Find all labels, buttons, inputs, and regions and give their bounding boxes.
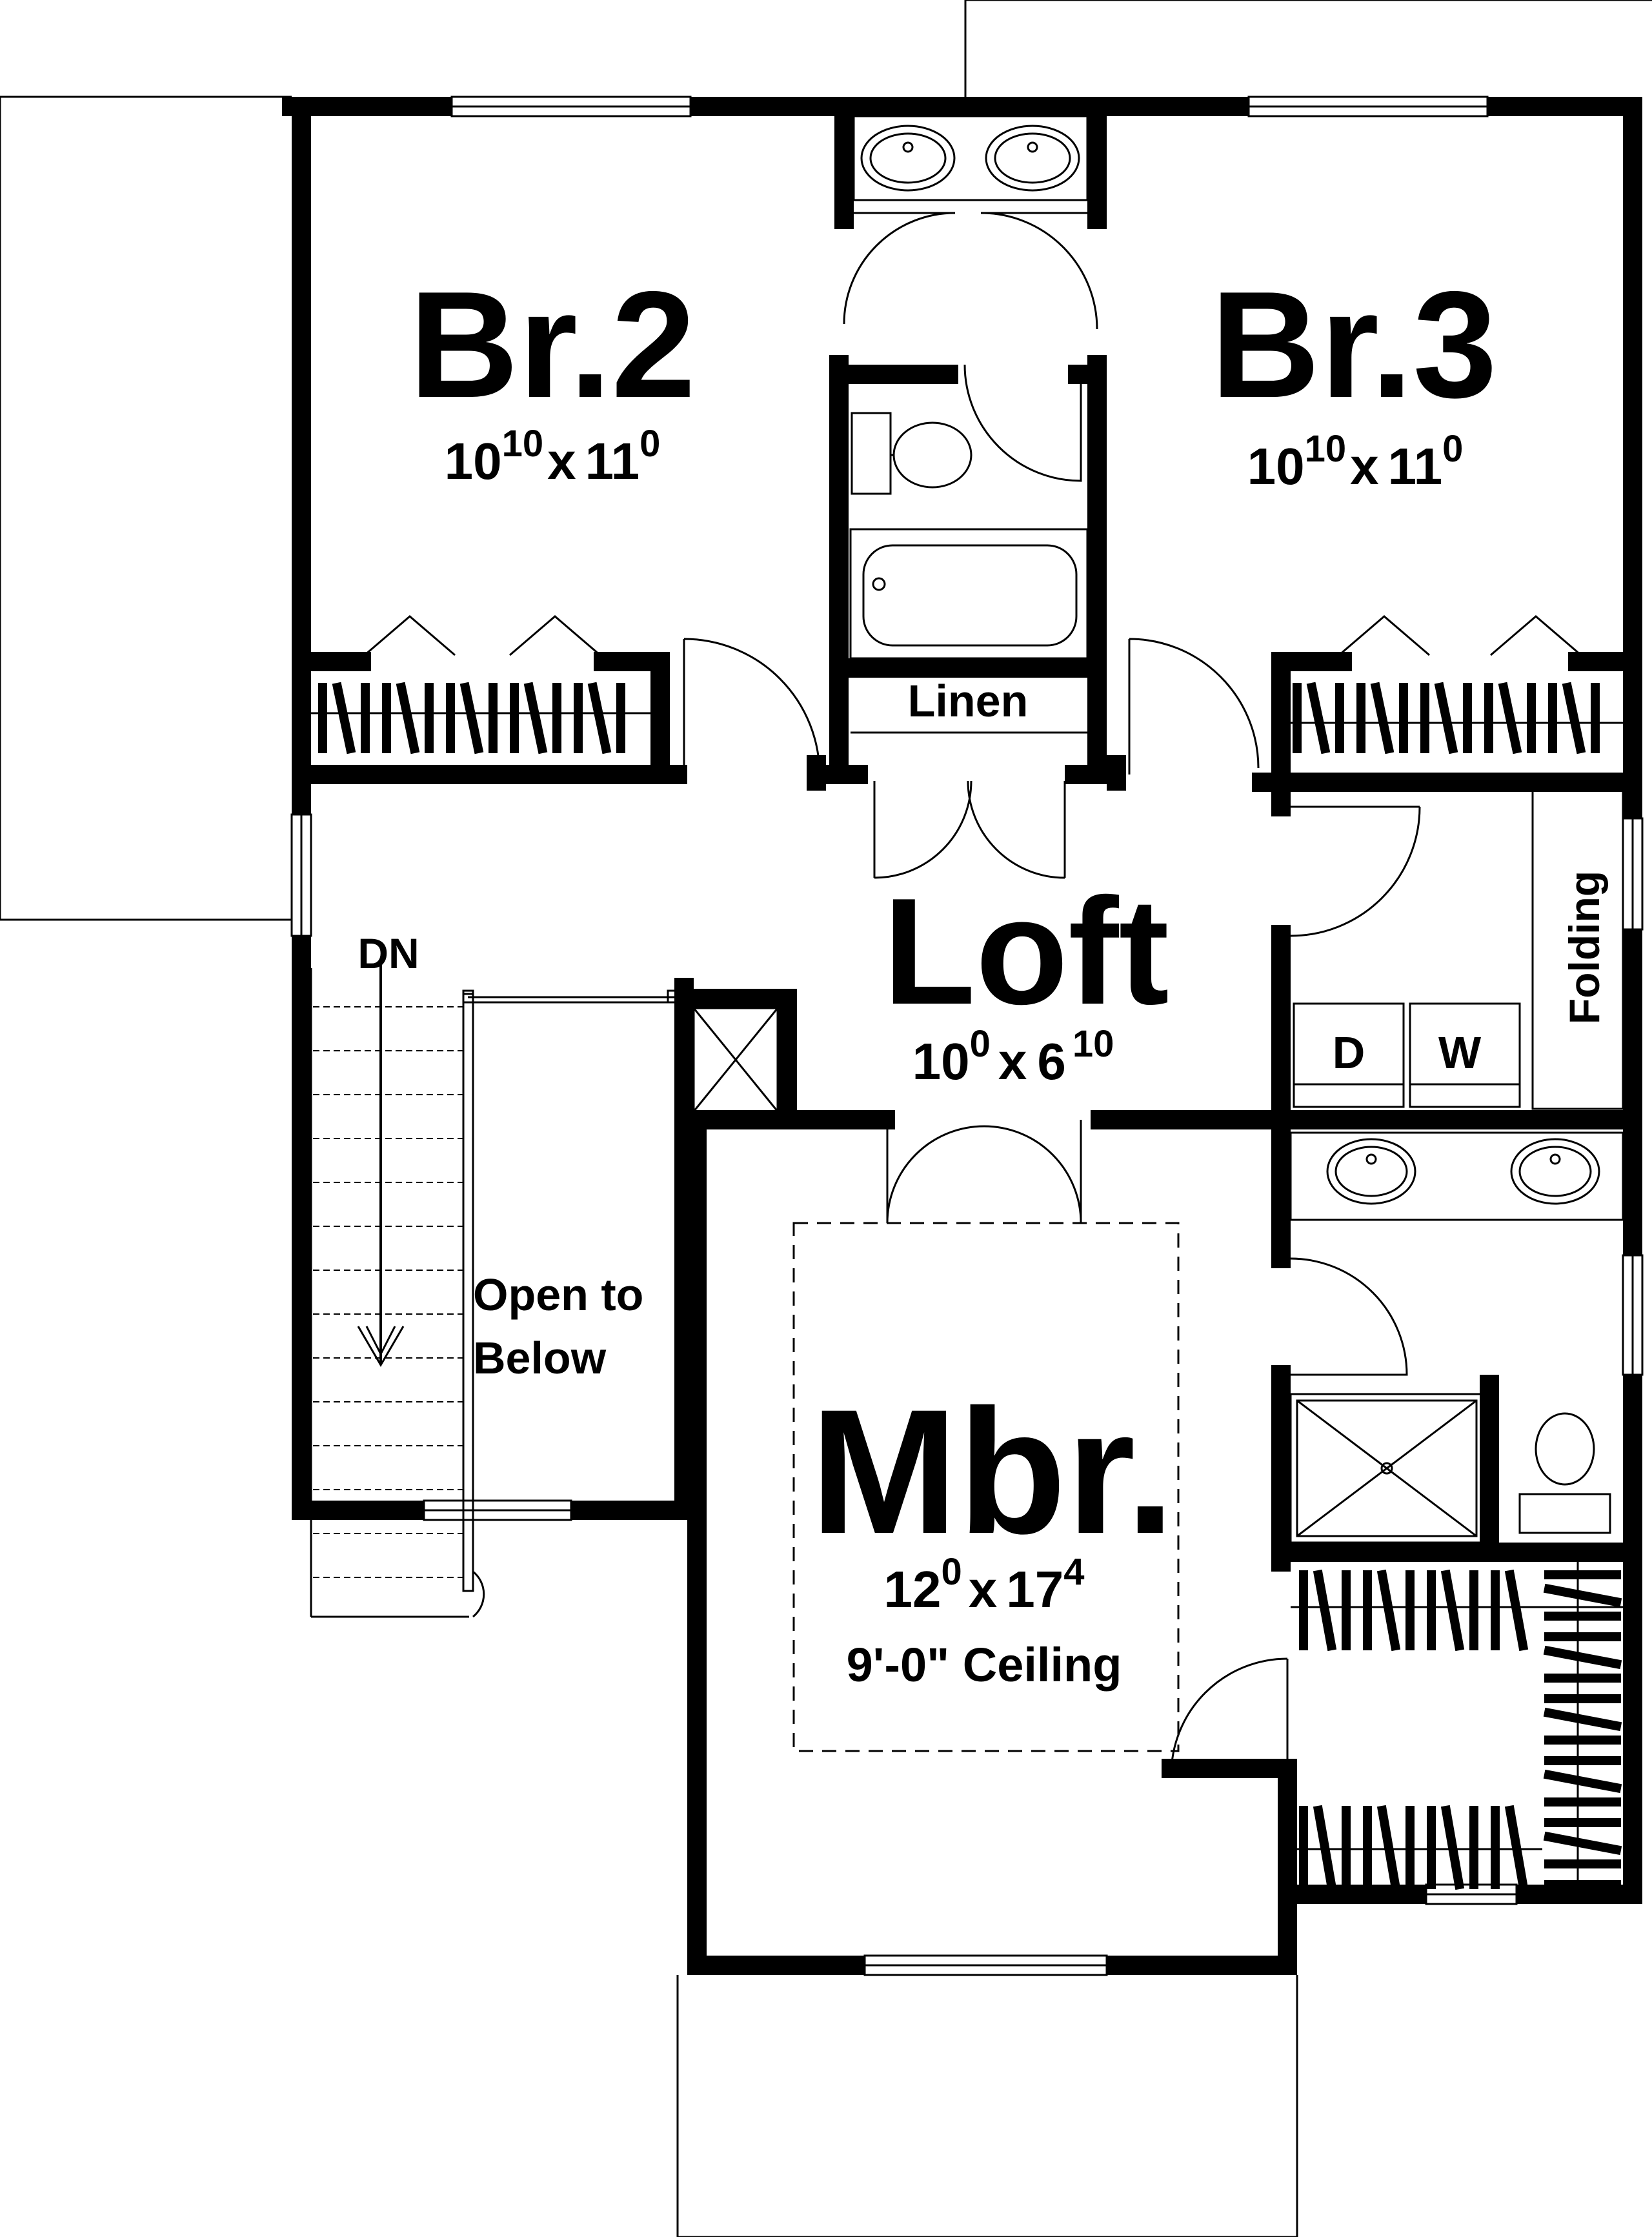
sink-master-right — [1510, 1138, 1600, 1205]
hanger — [1306, 682, 1331, 754]
door-br3-loft[interactable] — [1128, 638, 1260, 774]
stair-arrow — [357, 1326, 405, 1367]
staircase — [310, 965, 679, 1618]
hanger — [1543, 1831, 1622, 1856]
door-laundry[interactable] — [1290, 805, 1421, 937]
hanger — [1376, 1805, 1401, 1890]
chase — [692, 1007, 779, 1113]
roof-outline-left — [0, 96, 292, 921]
hanger — [1498, 682, 1522, 754]
hanger — [523, 682, 548, 754]
hanger — [1504, 1569, 1529, 1652]
doors — [683, 212, 1421, 1776]
loft-name: Loft — [883, 866, 1169, 1036]
stair-rail — [462, 993, 474, 1592]
walls — [282, 97, 1642, 1975]
linen-label: Linen — [908, 676, 1029, 726]
stair-treads — [313, 1006, 463, 1578]
door-br2-bath[interactable] — [843, 212, 956, 325]
shower-master — [1289, 1393, 1484, 1544]
hanger — [1543, 1707, 1622, 1732]
washer-label: W — [1438, 1027, 1481, 1078]
door-br2-loft[interactable] — [683, 638, 821, 775]
stair-down-label: DN — [358, 929, 419, 977]
windows — [290, 96, 1644, 1976]
hangers — [318, 682, 1622, 1890]
door-linen-left[interactable] — [873, 780, 972, 879]
door-wic[interactable] — [1170, 1657, 1288, 1776]
door-mbr-right[interactable] — [983, 1120, 1082, 1224]
hanger — [396, 682, 420, 754]
roof-outline-top-right — [964, 0, 1652, 97]
sink-hall-left — [860, 125, 956, 192]
dryer — [1293, 1002, 1405, 1108]
mbr-name: Mbr. — [810, 1373, 1174, 1571]
bifold-doors — [364, 615, 1582, 656]
toilet-hall — [892, 421, 972, 489]
door-mbath[interactable] — [1290, 1257, 1408, 1376]
toilet-tank-hall — [851, 412, 892, 495]
hanger — [1313, 1569, 1337, 1652]
door-linen-right[interactable] — [967, 780, 1066, 879]
door-bath-pocket[interactable] — [963, 364, 1082, 482]
open-to-below-line1: Open to — [473, 1270, 643, 1320]
sink-master-left — [1326, 1138, 1416, 1205]
hanger — [1440, 1569, 1465, 1652]
hanger — [332, 682, 356, 754]
hanger — [1440, 1805, 1465, 1890]
vanity-master — [1289, 1131, 1624, 1221]
hanger — [1370, 682, 1395, 754]
door-br3-bath[interactable] — [980, 212, 1098, 330]
toilet-tank-master — [1518, 1493, 1611, 1534]
hanger — [1543, 1769, 1622, 1794]
br2-name: Br.2 — [409, 259, 696, 429]
folding-counter — [1531, 785, 1624, 1110]
sink-hall-right — [985, 125, 1080, 192]
hanger — [1562, 682, 1586, 754]
br3-name: Br.3 — [1211, 259, 1497, 429]
toilet-master — [1535, 1412, 1595, 1486]
hanger — [1376, 1569, 1401, 1652]
mbr-ceiling: 9'-0" Ceiling — [847, 1638, 1122, 1692]
folding-label: Folding — [1560, 871, 1608, 1024]
washer — [1409, 1002, 1521, 1108]
door-mbr-left[interactable] — [886, 1120, 985, 1224]
hanger — [459, 682, 484, 754]
hanger — [1434, 682, 1458, 754]
tub-hall — [849, 528, 1089, 660]
fixtures — [692, 115, 1624, 1544]
roof-outline-bottom — [676, 1975, 1298, 2237]
dryer-label: D — [1333, 1027, 1365, 1078]
open-to-below-line2: Below — [473, 1333, 607, 1383]
hanger — [587, 682, 612, 754]
hanger — [1543, 1645, 1622, 1670]
hanger — [1504, 1805, 1529, 1890]
raised-ceiling-outline — [792, 1222, 1180, 1752]
hanger — [1313, 1805, 1337, 1890]
vanity-hall — [852, 115, 1089, 201]
hanger — [1543, 1583, 1622, 1608]
